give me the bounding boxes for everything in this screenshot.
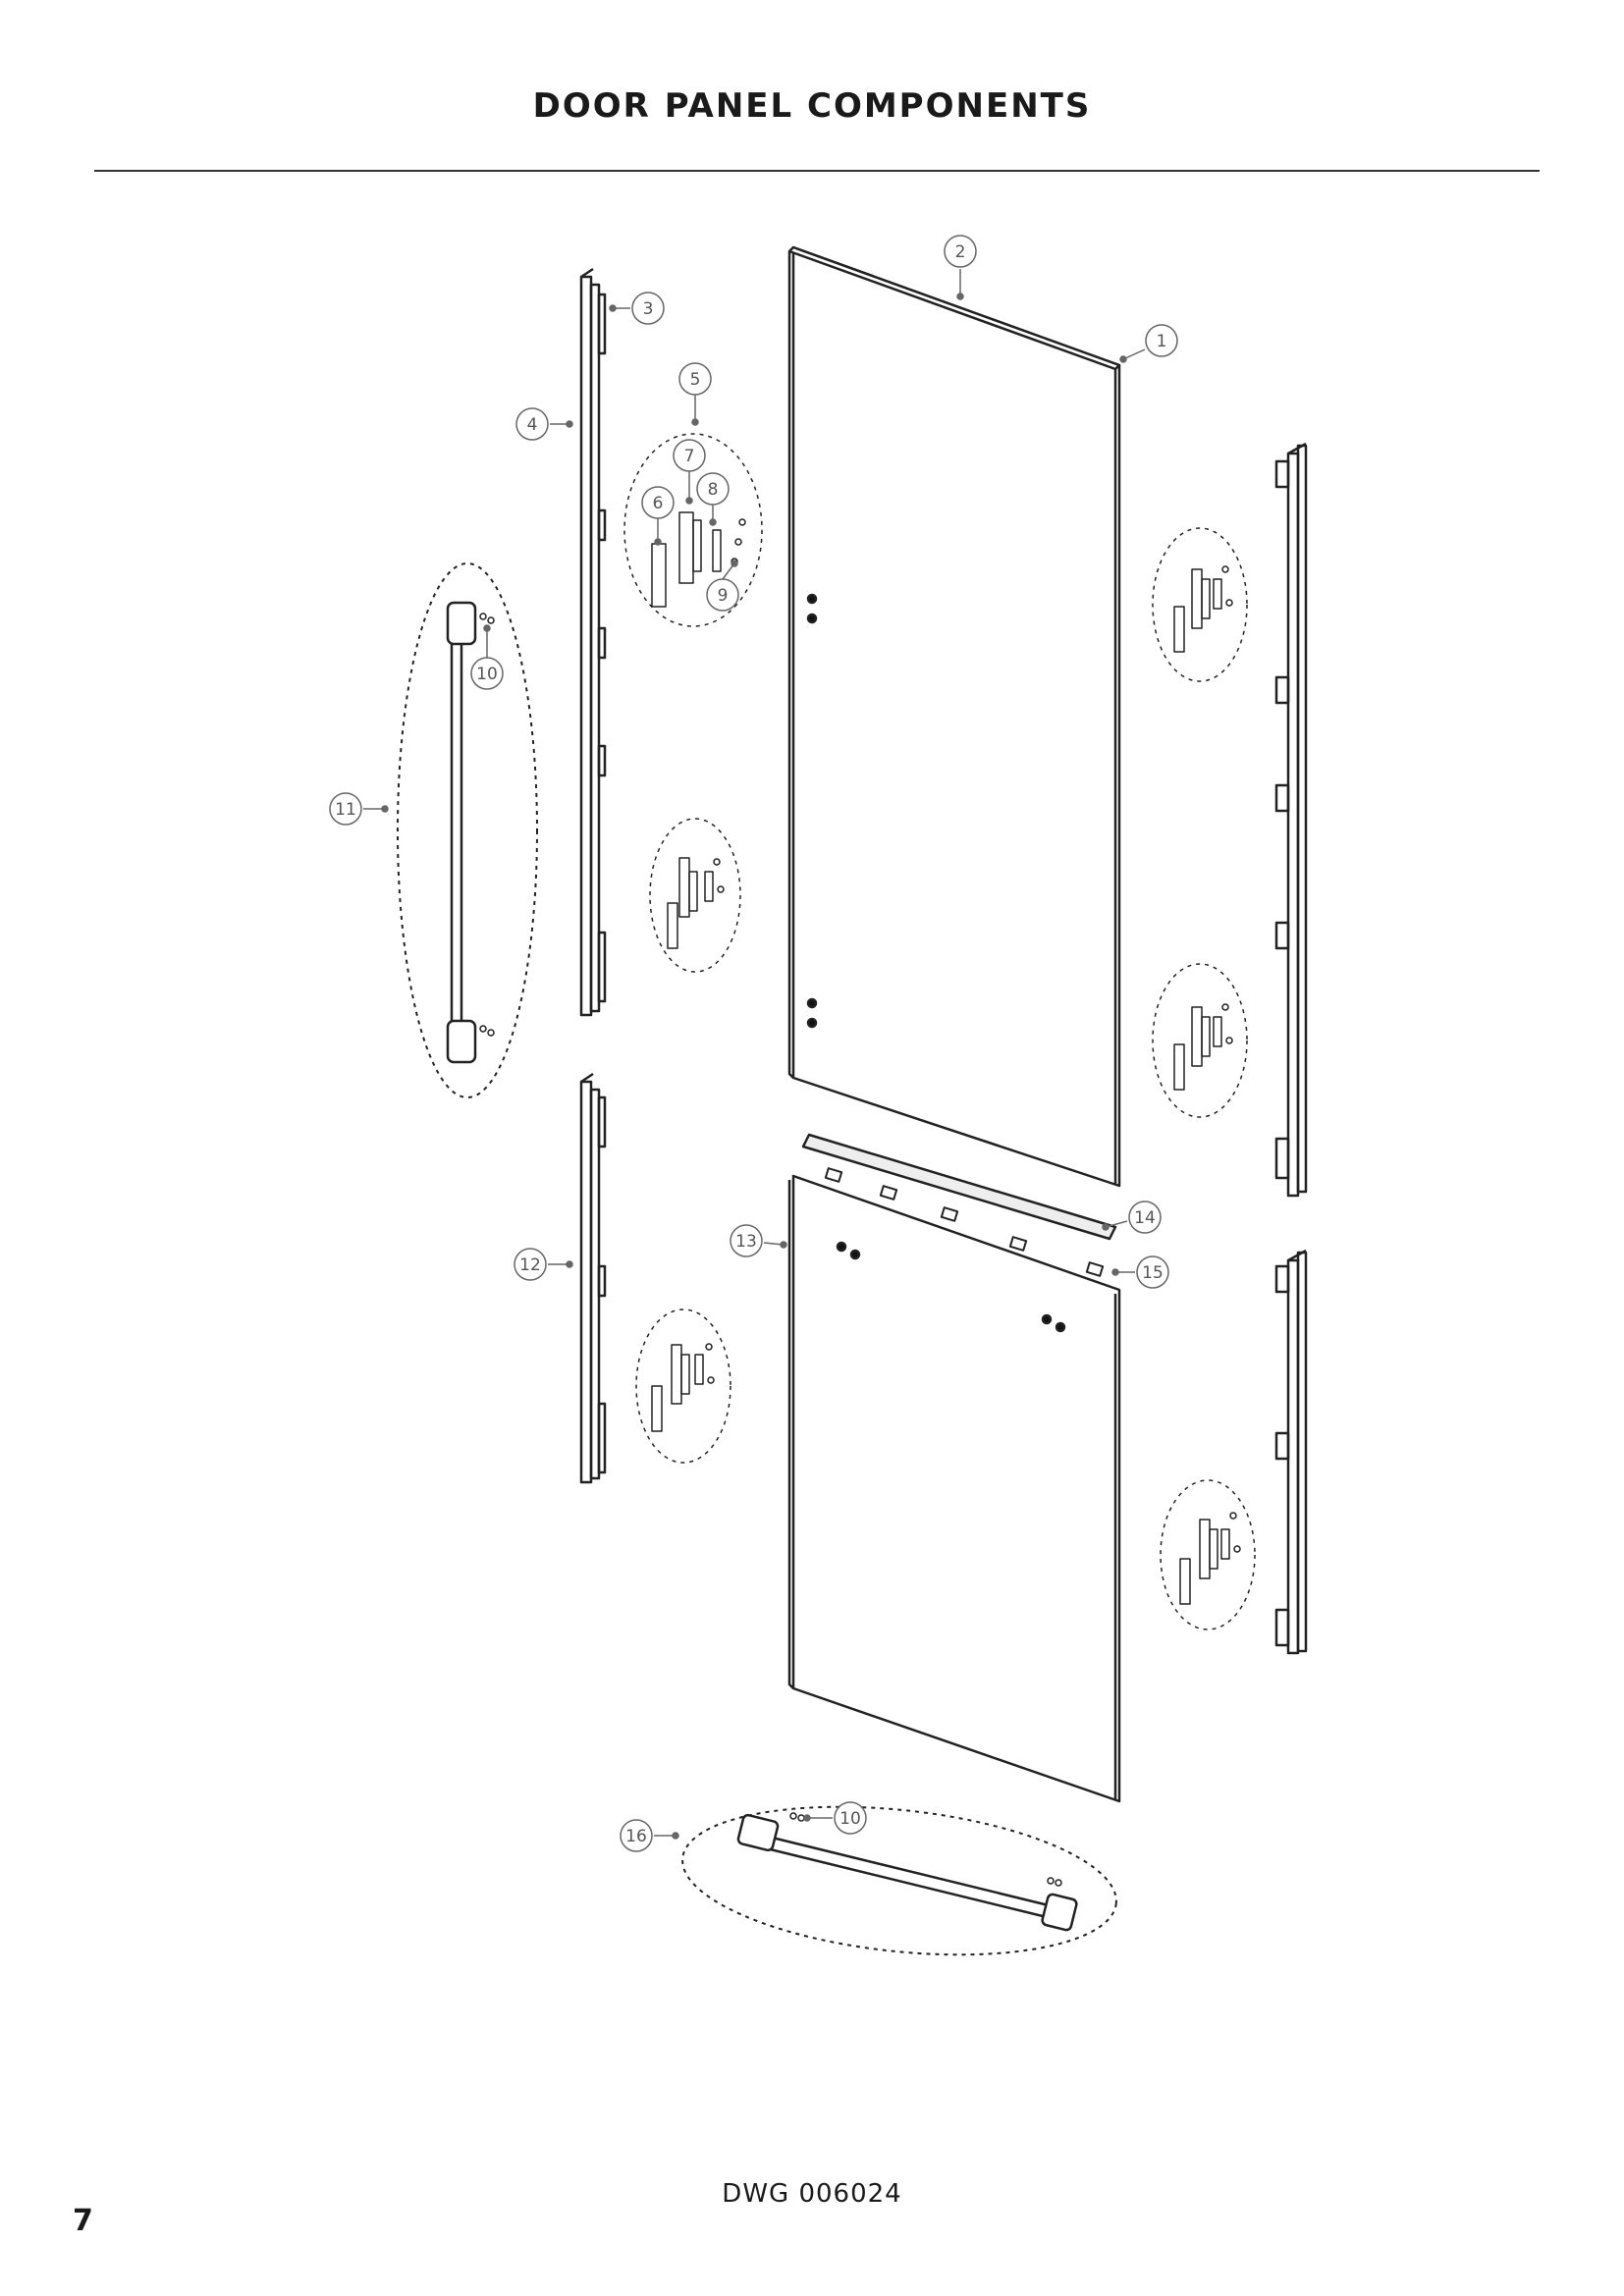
svg-text:7: 7: [684, 447, 695, 466]
svg-text:9: 9: [718, 586, 729, 606]
right-upper-rail: [1274, 442, 1308, 1198]
left-lower-rail: [579, 1072, 607, 1484]
svg-text:11: 11: [335, 800, 356, 820]
title-rule: [94, 170, 1540, 172]
svg-text:10: 10: [476, 665, 498, 684]
drawing-number: DWG 006024: [722, 2179, 902, 2209]
callout-12: 12: [514, 1248, 573, 1281]
callout-15: 15: [1111, 1255, 1169, 1289]
svg-text:12: 12: [519, 1255, 541, 1275]
callout-4: 4: [515, 407, 573, 441]
svg-text:3: 3: [643, 299, 654, 319]
hinge-kit-upper-right: [1152, 527, 1248, 682]
svg-text:8: 8: [708, 480, 719, 500]
vertical-handle: [397, 562, 538, 1098]
callout-10-upper: 10: [470, 624, 504, 690]
lower-door-panel: [787, 1174, 1121, 1803]
svg-text:13: 13: [735, 1232, 757, 1252]
callout-6: 6: [641, 486, 675, 546]
hinge-kit-upper-left: [623, 433, 763, 627]
callout-11: 11: [329, 792, 389, 826]
svg-text:5: 5: [690, 370, 701, 390]
svg-text:2: 2: [955, 242, 966, 262]
upper-door-panel: [787, 245, 1121, 1188]
callout-13: 13: [730, 1224, 787, 1257]
svg-text:15: 15: [1142, 1263, 1164, 1283]
callout-5: 5: [678, 362, 712, 426]
hinge-kit-lower-right: [1160, 1479, 1256, 1630]
callout-1: 1: [1119, 324, 1178, 363]
svg-text:1: 1: [1157, 332, 1167, 351]
hinge-kit-mid-left: [649, 818, 741, 973]
callout-3: 3: [609, 292, 665, 325]
svg-text:4: 4: [527, 415, 538, 435]
right-lower-rail: [1274, 1249, 1308, 1655]
callout-8: 8: [696, 472, 730, 526]
trim-strip: [801, 1133, 1117, 1277]
callout-2: 2: [944, 235, 977, 300]
hinge-kit-lower-left: [635, 1308, 731, 1464]
hinge-kit-mid-right: [1152, 963, 1248, 1118]
callout-16: 16: [620, 1819, 679, 1852]
callout-10-lower: 10: [803, 1801, 867, 1835]
callout-7: 7: [673, 439, 706, 505]
svg-text:6: 6: [653, 494, 664, 513]
svg-text:14: 14: [1134, 1208, 1156, 1228]
callout-9: 9: [706, 560, 739, 612]
horizontal-handle: [681, 1805, 1117, 1956]
left-upper-rail: [579, 267, 607, 1017]
svg-text:10: 10: [839, 1809, 861, 1829]
page-title: DOOR PANEL COMPONENTS: [532, 86, 1092, 126]
callout-14: 14: [1102, 1201, 1162, 1234]
page-number: 7: [73, 2204, 93, 2238]
svg-text:16: 16: [625, 1827, 647, 1846]
